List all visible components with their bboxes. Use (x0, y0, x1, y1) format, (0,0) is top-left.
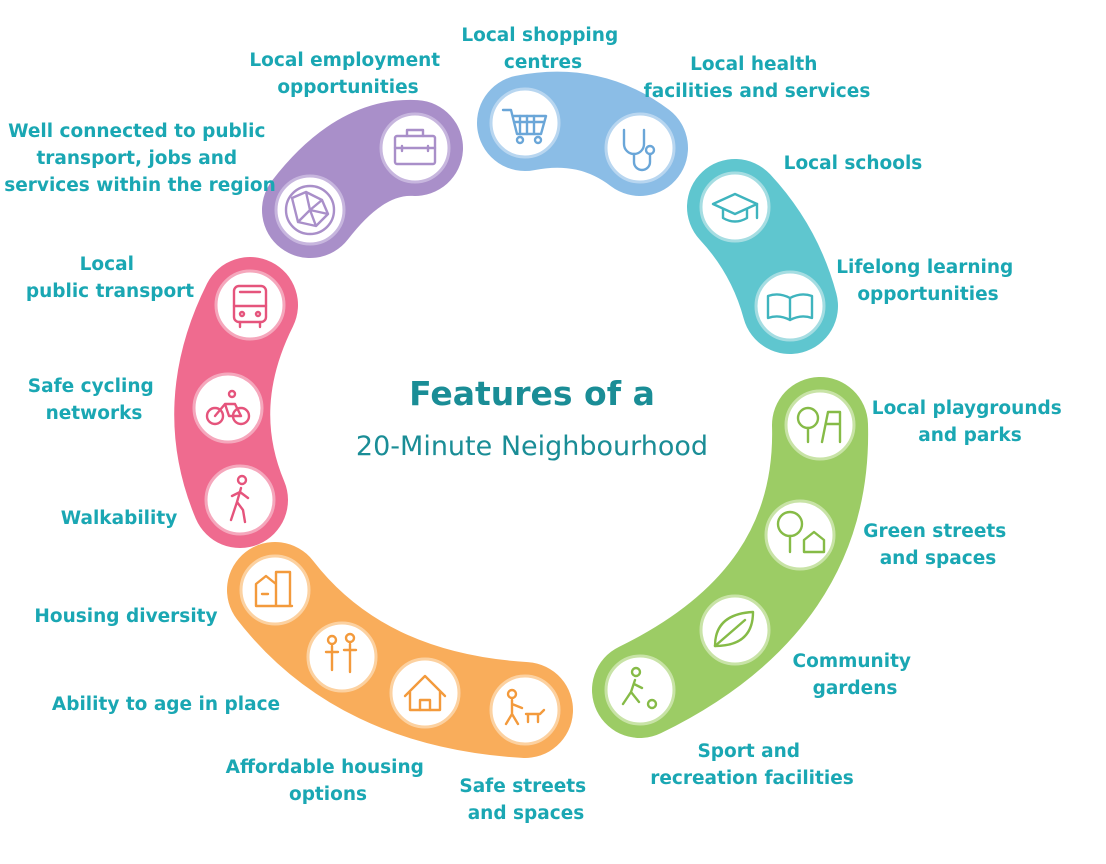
label-walkability: Walkability (61, 508, 178, 529)
pink-band (174, 257, 298, 548)
network-globe-icon (284, 184, 336, 236)
teal-band (687, 159, 838, 354)
family-icon (324, 632, 358, 674)
orange-band (227, 542, 573, 758)
playground-icon (796, 406, 842, 444)
label-sport: Sport and recreation facilities (650, 741, 854, 789)
person-with-dog-icon (504, 688, 546, 726)
blue-band (477, 71, 688, 196)
label-lifelong: Lifelong learning opportunities (836, 257, 1020, 305)
purple-band (262, 99, 463, 258)
label-safe-streets: Safe streets and spaces (459, 776, 592, 824)
open-book-icon (766, 293, 814, 322)
diagram-title: Features of a (409, 374, 655, 413)
cyclist-icon (205, 389, 251, 426)
soccer-player-icon (621, 666, 658, 710)
label-green-streets: Green streets and spaces (863, 521, 1012, 569)
diagram-subtitle: 20-Minute Neighbourhood (356, 431, 708, 462)
briefcase-icon (393, 128, 437, 166)
label-transport: Local public transport (26, 254, 194, 302)
bus-icon (232, 284, 268, 329)
leaf-icon (713, 610, 755, 648)
label-schools: Local schools (784, 153, 923, 174)
label-shopping: Local shopping centres (461, 25, 624, 73)
stethoscope-icon (622, 128, 656, 172)
green-band (592, 377, 869, 738)
label-connected: Well connected to public transport, jobs… (4, 121, 276, 196)
walking-person-icon (229, 474, 250, 524)
houses-icon (254, 570, 294, 608)
house-icon (403, 674, 447, 712)
graduation-cap-icon (711, 192, 759, 223)
label-playgrounds: Local playgrounds and parks (872, 398, 1068, 446)
trees-icon (776, 510, 826, 554)
label-housing-diversity: Housing diversity (34, 606, 217, 627)
shopping-cart-icon (501, 108, 548, 145)
label-health: Local health facilities and services (644, 54, 871, 102)
label-affordable: Affordable housing options (226, 757, 431, 805)
label-cycling: Safe cycling networks (28, 376, 160, 424)
label-employment: Local employment opportunities (249, 50, 446, 98)
label-gardens: Community gardens (793, 651, 918, 699)
label-age: Ability to age in place (52, 694, 280, 715)
